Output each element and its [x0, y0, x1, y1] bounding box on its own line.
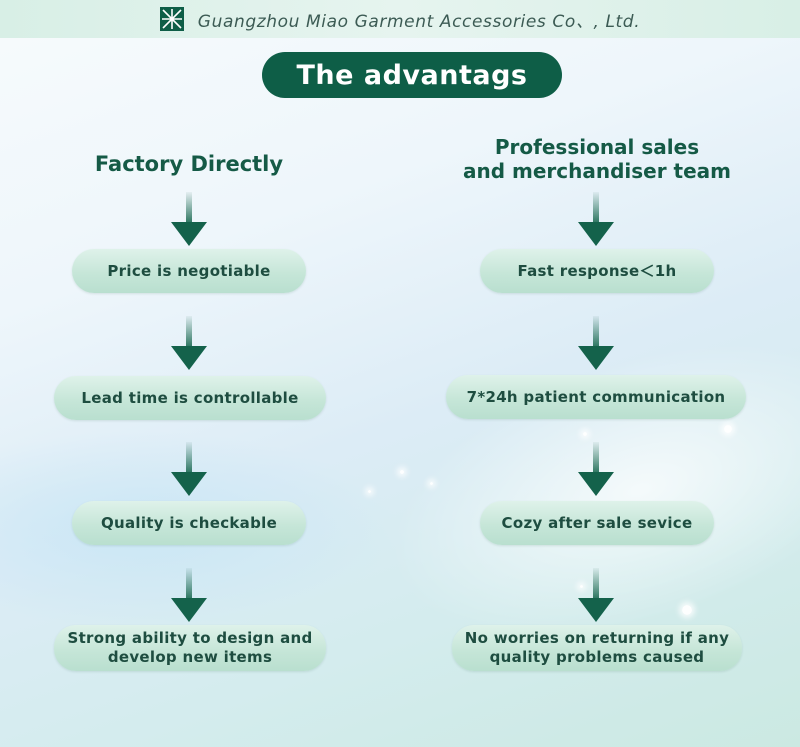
arrow-down-icon: [578, 568, 614, 624]
arrow-down-icon: [171, 192, 207, 248]
box-text: No worries on returning if any: [464, 629, 730, 647]
advantage-box-design: Strong ability to design and develop new…: [54, 625, 326, 671]
advantage-box-response: Fast response＜1h: [480, 249, 714, 293]
page-title: The advantags: [262, 52, 562, 98]
box-text: Quality is checkable: [100, 513, 278, 532]
advantage-box-quality: Quality is checkable: [72, 501, 306, 545]
arrow-down-icon: [171, 316, 207, 372]
arrow-down-icon: [578, 316, 614, 372]
company-header-bar: Guangzhou Miao Garment Accessories Co、, …: [0, 0, 800, 38]
box-text: Cozy after sale sevice: [501, 513, 693, 532]
company-name: Guangzhou Miao Garment Accessories Co、, …: [197, 11, 641, 32]
arrow-down-icon: [578, 192, 614, 248]
advantage-box-lead-time: Lead time is controllable: [54, 376, 326, 420]
arrow-down-icon: [171, 568, 207, 624]
box-text: Lead time is controllable: [81, 388, 299, 407]
heading-line: Factory Directly: [94, 152, 284, 176]
box-text: Fast response＜1h: [517, 261, 677, 280]
arrow-down-icon: [578, 442, 614, 498]
box-text: Price is negotiable: [107, 261, 271, 280]
heading-line: Professional sales: [494, 135, 700, 159]
heading-line: and merchandiser team: [462, 159, 732, 183]
left-column-heading: Factory Directly: [60, 152, 318, 176]
logo-icon: [159, 7, 184, 31]
right-column-heading: Professional sales and merchandiser team: [437, 135, 757, 183]
advantage-box-after-sale: Cozy after sale sevice: [480, 501, 714, 545]
box-text: develop new items: [107, 648, 273, 666]
box-text: 7*24h patient communication: [466, 387, 726, 406]
box-text: Strong ability to design and: [67, 629, 313, 647]
arrow-down-icon: [171, 442, 207, 498]
advantage-box-returns: No worries on returning if any quality p…: [452, 625, 742, 671]
advantage-box-communication: 7*24h patient communication: [446, 375, 746, 419]
advantage-box-price: Price is negotiable: [72, 249, 306, 293]
box-text: quality problems caused: [489, 648, 705, 666]
